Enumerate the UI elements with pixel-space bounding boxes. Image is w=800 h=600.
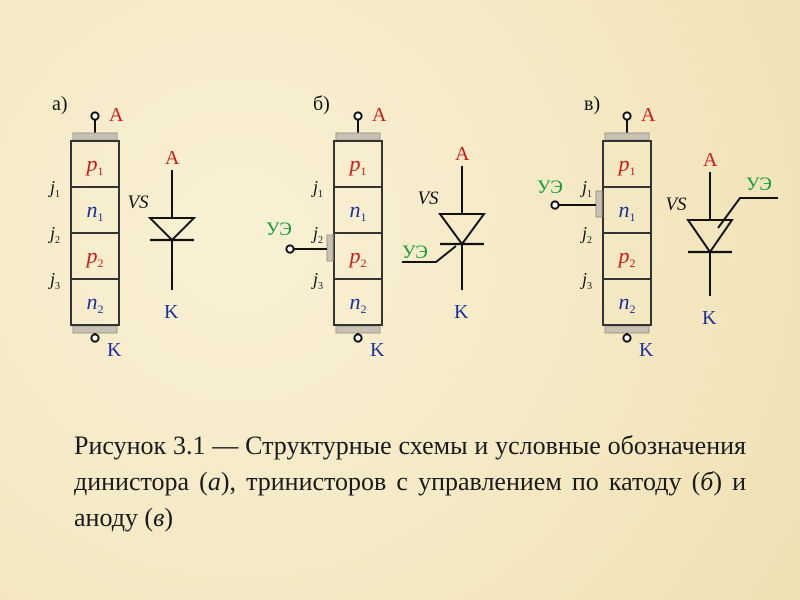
symbol-anode-label: A: [165, 147, 180, 169]
layer-label: n1: [350, 197, 367, 224]
layer-label: p1: [348, 151, 367, 178]
symbol-anode-label: A: [703, 149, 718, 171]
panel-letter: б): [313, 93, 330, 115]
anode-electrode: [604, 132, 650, 141]
junction-label: j2: [311, 223, 323, 246]
symbol-gate-label: УЭ: [402, 242, 428, 263]
panel-1: а) A Kp1 n1 p2 n2 j1 j2 j3 A K VS: [48, 93, 197, 361]
caption-mid2: ) и аноду (: [74, 467, 746, 532]
structure-diagram: а) A Kp1 n1 p2 n2 j1 j2 j3 A K VS б) A Kp1 n1 p2 n2 j1 j2 j3…: [48, 93, 778, 361]
junction-label: j1: [48, 177, 60, 200]
thyristor-symbol: A K VS УЭ: [402, 143, 486, 323]
anode-terminal: [622, 111, 632, 121]
layer-label: p2: [85, 243, 104, 270]
symbol-triangle: [438, 213, 486, 246]
caption-b: б: [700, 467, 714, 496]
symbol-vs-label: VS: [665, 194, 687, 215]
symbol-cathode-label: K: [454, 301, 469, 323]
anode-electrode: [72, 132, 118, 141]
anode-terminal: [353, 111, 363, 121]
layer-n2: [333, 278, 383, 326]
layer-n2: [70, 278, 120, 326]
layer-label: n1: [619, 197, 636, 224]
symbol-gate-label: УЭ: [746, 174, 772, 195]
gate-electrode: [326, 234, 334, 262]
junction-label: j1: [580, 177, 592, 200]
symbol-gate-lead: [717, 197, 778, 229]
panel-3: в) A Kp1 n1 p2 n2 j1 j2 j3 УЭ A K VS УЭ: [537, 93, 778, 361]
anode-label: A: [641, 104, 656, 126]
panel-letter: а): [52, 93, 68, 115]
layer-n2: [602, 278, 652, 326]
cathode-label: K: [639, 339, 654, 361]
symbol-vs-label: VS: [417, 188, 439, 209]
cathode-label: K: [370, 339, 385, 361]
symbol-vs-label: VS: [127, 192, 149, 213]
gate-label: УЭ: [537, 177, 563, 198]
thyristor-symbol: A K VS: [127, 147, 197, 323]
cathode-terminal: [353, 333, 363, 343]
symbol-gate-lead: [402, 245, 457, 263]
cathode-electrode: [72, 325, 118, 334]
junction-label: j2: [48, 223, 60, 246]
anode-label: A: [372, 104, 387, 126]
junction-label: j3: [580, 269, 592, 292]
cathode-terminal: [90, 333, 100, 343]
layer-label: n1: [87, 197, 104, 224]
panel-2: б) A Kp1 n1 p2 n2 j1 j2 j3 УЭ A K VS УЭ: [266, 93, 486, 361]
caption-tail: ): [164, 503, 174, 532]
cathode-electrode: [604, 325, 650, 334]
symbol-anode-label: A: [455, 143, 470, 165]
anode-terminal: [90, 111, 100, 121]
anode-label: A: [109, 104, 124, 126]
layer-label: n2: [619, 289, 636, 316]
caption-mid: ), тринисторов с управлением по катоду (: [220, 467, 701, 496]
layer-label: n2: [350, 289, 367, 316]
junction-label: j3: [48, 269, 60, 292]
symbol-triangle: [686, 219, 734, 254]
layer-label: p1: [85, 151, 104, 178]
symbol-cathode-label: K: [164, 301, 179, 323]
gate-terminal: [550, 200, 560, 210]
gate-label: УЭ: [266, 219, 292, 240]
caption-a: а: [207, 467, 221, 496]
symbol-cathode-label: K: [702, 307, 717, 329]
layer-label: p2: [617, 243, 636, 270]
junction-label: j1: [311, 177, 323, 200]
layer-label: n2: [87, 289, 104, 316]
figure-caption: Рисунок 3.1 — Структурные схемы и условн…: [74, 428, 746, 536]
caption-c: в: [153, 503, 165, 532]
gate-electrode: [595, 190, 603, 218]
panel-letter: в): [584, 93, 600, 115]
gate-terminal: [285, 244, 295, 254]
junction-label: j3: [311, 269, 323, 292]
cathode-electrode: [335, 325, 381, 334]
cathode-label: K: [107, 339, 122, 361]
symbol-triangle: [147, 217, 197, 242]
cathode-terminal: [622, 333, 632, 343]
thyristor-symbol: A K VS УЭ: [665, 149, 778, 329]
layer-label: p2: [348, 243, 367, 270]
layer-label: p1: [617, 151, 636, 178]
junction-label: j2: [580, 223, 592, 246]
anode-electrode: [335, 132, 381, 141]
caption-lead: Рисунок 3.1 — Структурные схемы и условн…: [74, 431, 746, 496]
